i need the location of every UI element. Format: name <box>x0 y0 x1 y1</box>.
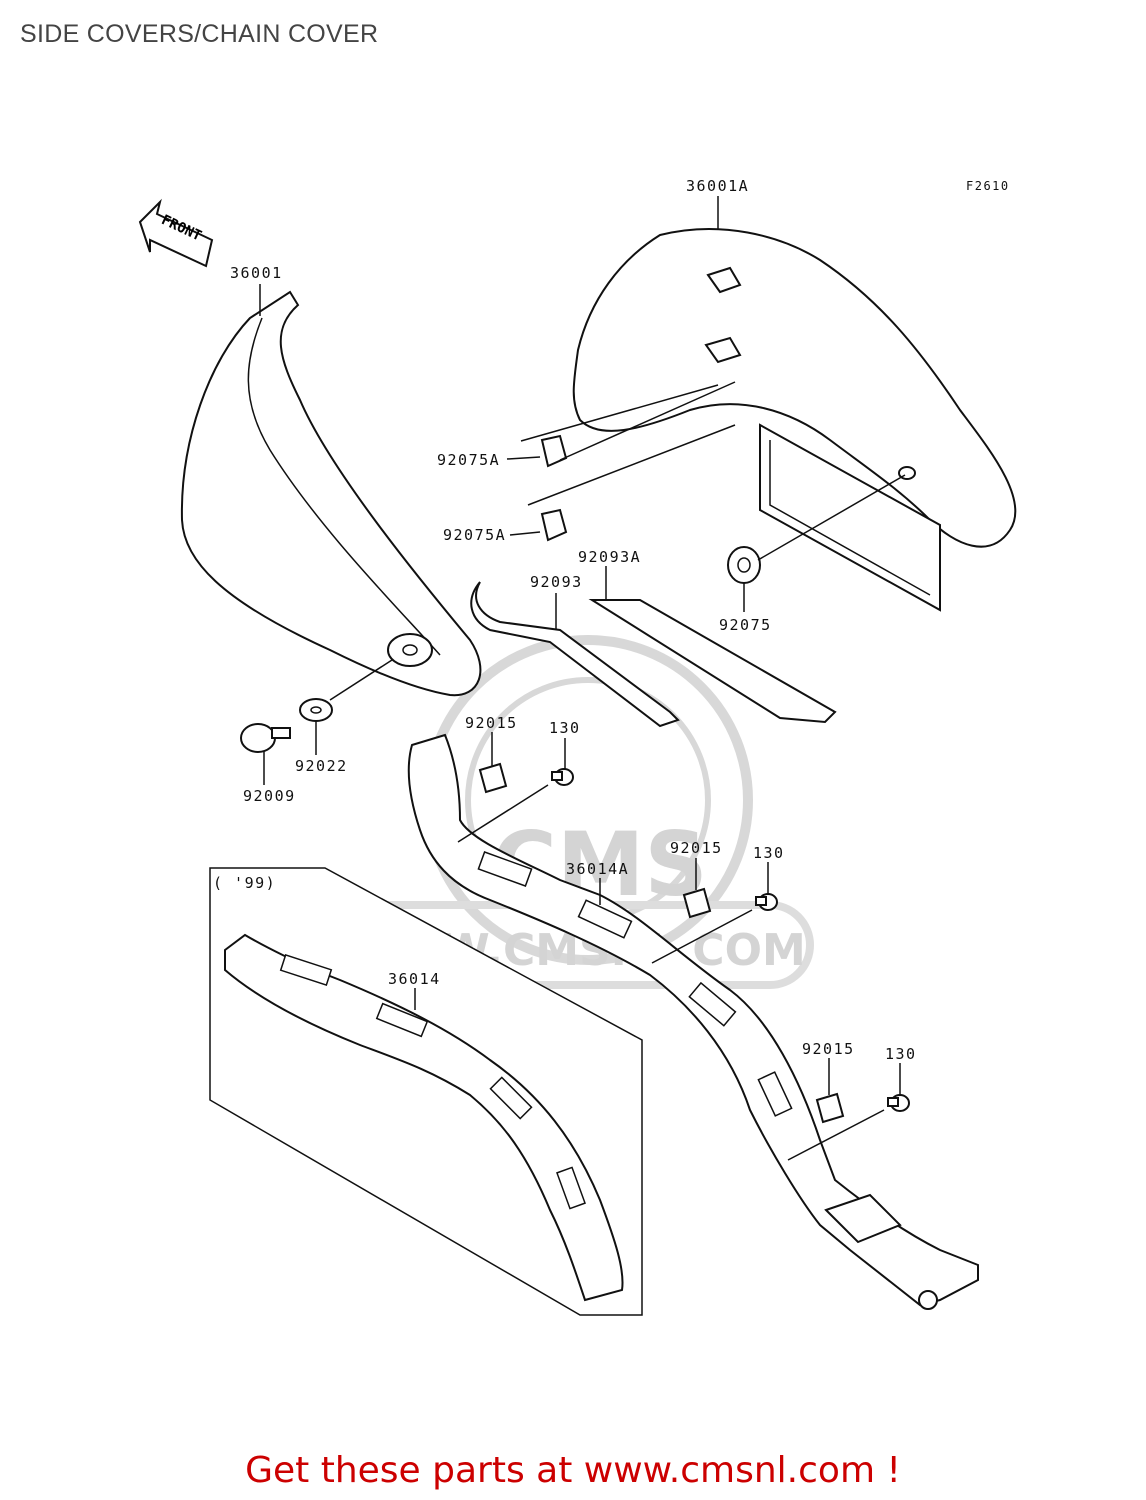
part-label-92015-1: 92015 <box>465 714 518 732</box>
part-label-130-2: 130 <box>753 844 785 862</box>
part-label-36001A: 36001A <box>686 177 749 195</box>
grommet-92075 <box>727 546 761 584</box>
part-label-92015-2: 92015 <box>670 839 723 857</box>
bolt-130-3 <box>887 1094 910 1112</box>
clip-nut-92015-3 <box>815 1092 845 1124</box>
part-label-92015-3: 92015 <box>802 1040 855 1058</box>
figure-code: F2610 <box>966 179 1010 193</box>
parts-diagram: CMS WWW.CMSNL.COM FRONT <box>138 177 1017 1316</box>
washer-92022 <box>299 698 333 722</box>
inset-99-box: ( '99) <box>209 867 643 1316</box>
part-label-92009: 92009 <box>243 787 296 805</box>
part-label-92075A-lower: 92075A <box>443 526 506 544</box>
clip-nut-92015-2 <box>682 887 712 919</box>
clip-92075A-lower <box>540 508 568 542</box>
guard-36014A <box>407 733 979 1310</box>
part-label-92093A: 92093A <box>578 548 641 566</box>
part-label-36001: 36001 <box>230 264 283 282</box>
side-cover-36001 <box>180 290 482 697</box>
inset-label: ( '99) <box>213 874 276 892</box>
promo-link[interactable]: Get these parts at www.cmsnl.com ! <box>245 1450 901 1491</box>
front-arrow-icon: FRONT <box>138 198 214 268</box>
part-labels: F2610 36001A 36001 92075A 92075A 92093A … <box>230 177 1010 1063</box>
part-label-36014A: 36014A <box>566 860 629 878</box>
part-label-92022: 92022 <box>295 757 348 775</box>
page-title: SIDE COVERS/CHAIN COVER <box>20 20 379 48</box>
part-label-92075: 92075 <box>719 616 772 634</box>
clip-nut-92015-1 <box>478 762 508 794</box>
part-label-130-1: 130 <box>549 719 581 737</box>
strip-92093 <box>470 581 680 728</box>
part-label-92093: 92093 <box>530 573 583 591</box>
clip-92075A-upper <box>540 434 568 468</box>
bolt-130-1 <box>551 768 574 786</box>
bolt-92009 <box>240 723 291 753</box>
strip-92093A <box>588 599 837 724</box>
part-label-92075A-upper: 92075A <box>437 451 500 469</box>
part-label-36014: 36014 <box>388 970 441 988</box>
part-label-130-3: 130 <box>885 1045 917 1063</box>
chain-cover-36001A <box>572 228 1017 612</box>
leader-lines <box>259 196 906 1161</box>
